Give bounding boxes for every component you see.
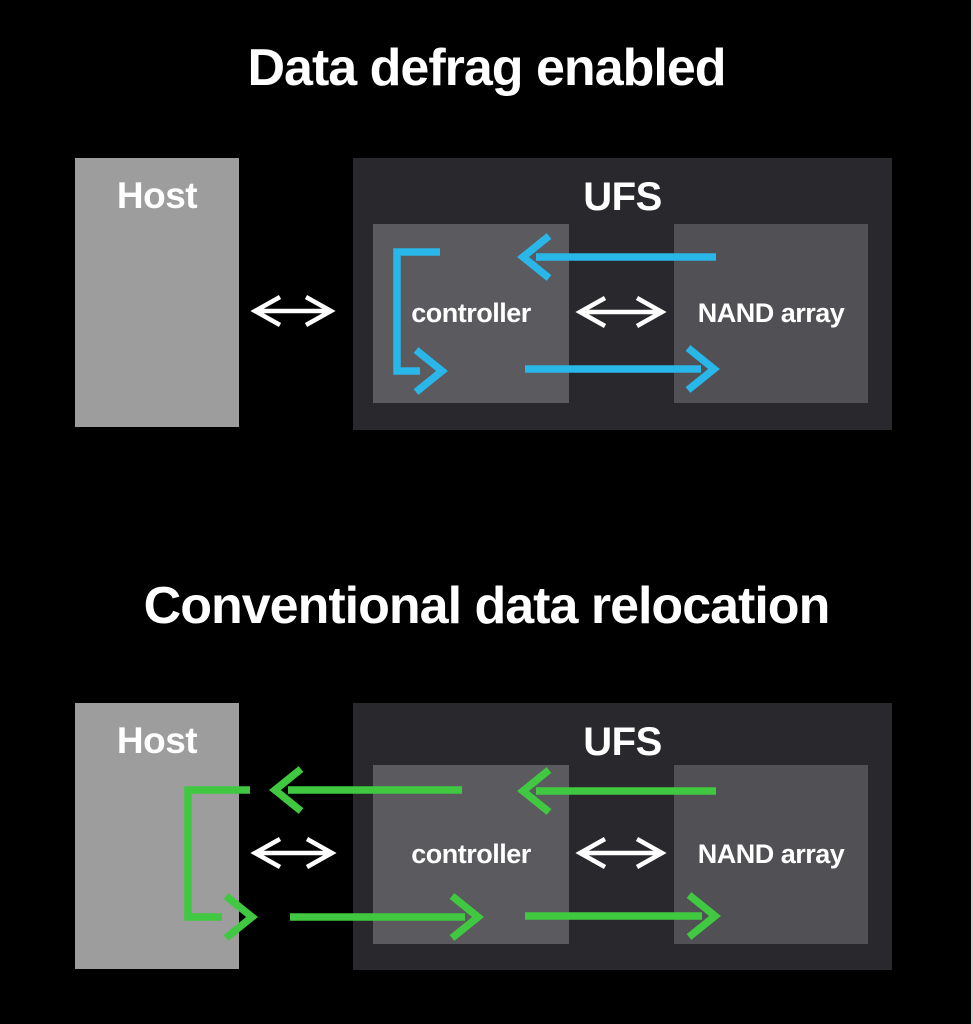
conventional-host-label: Host [116, 720, 198, 761]
defrag-host-label: Host [116, 175, 198, 216]
conventional-host-ufs-bidirectional-arrow-icon [250, 837, 337, 869]
defrag-host-ufs-bidirectional-arrow-icon [250, 295, 336, 327]
conventional-nand-label: NAND array [697, 839, 845, 869]
defrag-title: Data defrag enabled [247, 39, 726, 97]
conventional-nand-box: NAND array [674, 765, 868, 944]
image-right-edge-line [971, 0, 973, 1024]
defrag-nand-label: NAND array [697, 298, 845, 328]
conventional-controller-box: controller [373, 765, 569, 944]
defrag-nand-box: NAND array [674, 224, 868, 403]
defrag-ufs-box: UFS controller NAND array [353, 158, 892, 430]
defrag-section: Data defrag enabled Host UFS controller … [75, 39, 892, 430]
conventional-section: Conventional data relocation Host UFS co… [0, 512, 973, 1024]
defrag-ufs-label: UFS [583, 175, 662, 219]
defrag-host-box: Host [75, 158, 239, 427]
conventional-controller-label: controller [411, 839, 531, 869]
defrag-controller-box: controller [373, 224, 569, 403]
conventional-ufs-label: UFS [583, 720, 662, 764]
conventional-title: Conventional data relocation [143, 577, 831, 635]
conventional-host-box: Host [75, 703, 239, 969]
conventional-ufs-box: UFS controller NAND array [353, 703, 892, 970]
defrag-controller-label: controller [411, 298, 531, 328]
